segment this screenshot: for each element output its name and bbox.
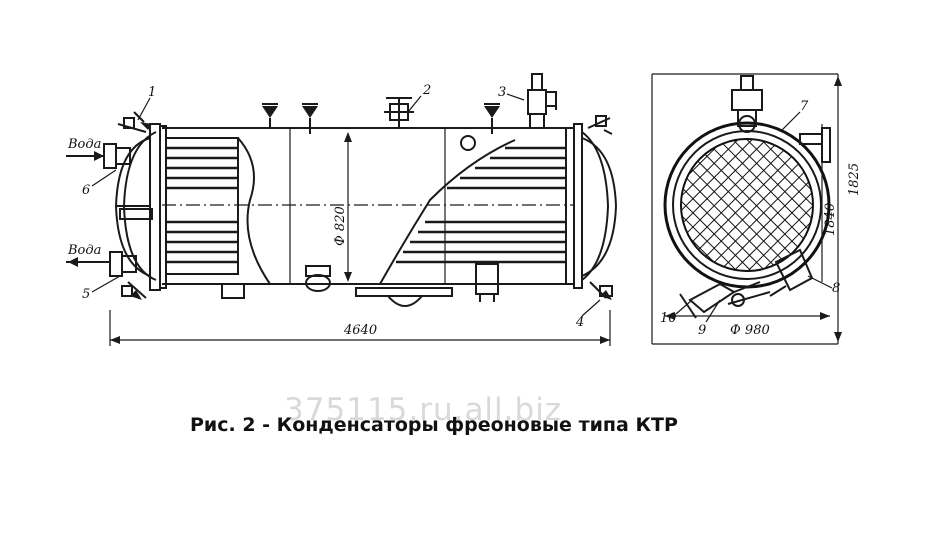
valve-1-icon: [117, 111, 152, 133]
callout-1: 1: [148, 85, 156, 100]
end-view: 1840 1825 Ф 980 7 8 9 10: [651, 73, 862, 345]
valve-3-icon: [527, 73, 557, 129]
callout-7: 7: [800, 99, 809, 114]
width-dimension: Ф 980: [665, 312, 830, 338]
valve-right-icon: [587, 115, 613, 135]
water-outlet-nozzle: [66, 251, 137, 277]
side-view: Ф 820: [66, 73, 618, 346]
tube-sheet-mesh: [680, 138, 814, 272]
valve-4-icon: [589, 281, 613, 300]
callout-3: 3: [498, 85, 506, 100]
valve-icon: [484, 103, 500, 134]
end-top-valve-icon: [731, 75, 763, 133]
callout-10: 10: [660, 311, 677, 326]
valve-icon: [262, 103, 278, 128]
valve-icon: [302, 103, 318, 134]
callout-6: 6: [82, 183, 90, 198]
water-outlet-label: Вода: [67, 243, 101, 258]
leader-lines: [91, 93, 601, 317]
watermark: 375115.ru.all.biz: [284, 392, 563, 428]
inner-height-label: 1825: [847, 163, 862, 196]
top-valves: [117, 73, 613, 135]
right-end-cover: [581, 131, 618, 281]
figure-caption: Рис. 2 - Конденсаторы фреоновые типа КТР: [190, 414, 678, 436]
callout-4: 4: [575, 315, 584, 330]
callout-5: 5: [82, 287, 90, 302]
diameter-dimension: Ф 820: [333, 132, 352, 282]
total-height-label: 1840: [823, 203, 838, 236]
tube-bundle-right: [379, 123, 583, 289]
length-label: 4640: [343, 323, 377, 338]
diameter-label: Ф 820: [333, 206, 348, 246]
callout-2: 2: [422, 83, 431, 98]
width-label: Ф 980: [730, 323, 770, 338]
water-inlet-label: Вода: [67, 137, 101, 152]
sight-glass-icon: [460, 135, 476, 151]
bottom-fittings: [221, 263, 499, 307]
water-inlet-nozzle: [66, 143, 131, 169]
callout-9: 9: [698, 323, 706, 338]
shell-body: [162, 127, 573, 285]
valve-2-icon: [384, 97, 414, 128]
height-dimensions: 1840 1825: [821, 74, 862, 344]
callout-8: 8: [832, 281, 840, 296]
tube-bundle-left: [165, 137, 271, 285]
bottom-left-valve-icon: [121, 281, 147, 300]
length-dimension: 4640: [109, 310, 611, 346]
